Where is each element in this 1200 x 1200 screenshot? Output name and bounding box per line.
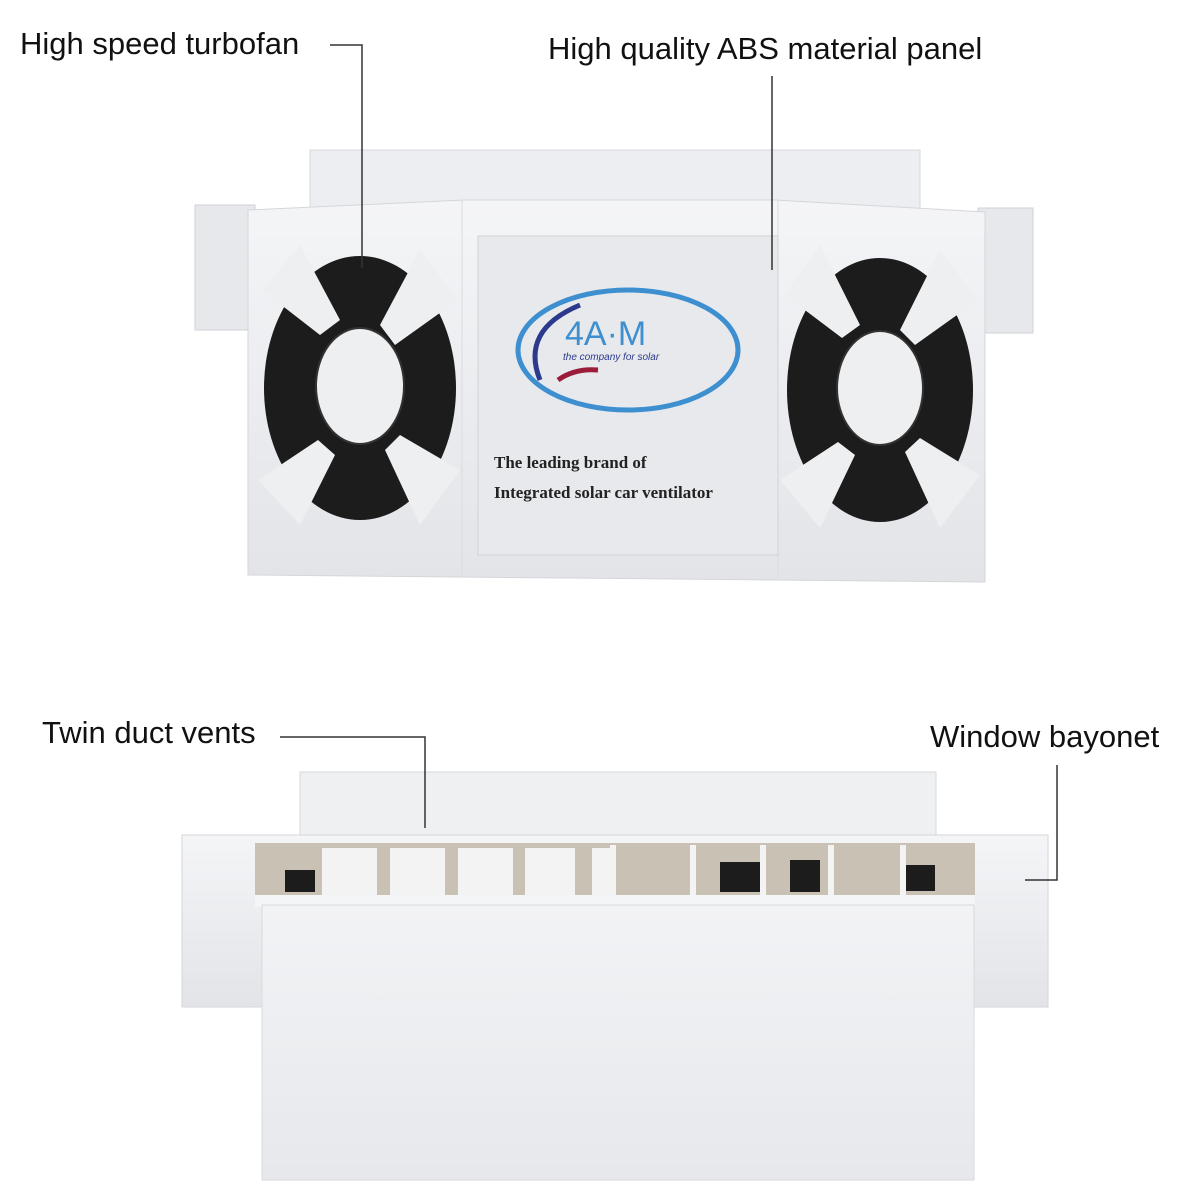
- left-fan: [258, 245, 460, 525]
- window-panel: [261, 904, 975, 1181]
- callout-turbofan: High speed turbofan: [20, 26, 300, 61]
- label-line-1: The leading brand of: [494, 453, 647, 472]
- callout-panel: High quality ABS material panel: [548, 31, 983, 66]
- right-fan: [780, 245, 980, 528]
- front-view-device: [181, 771, 1049, 1181]
- top-view-device: 4A·M the company for solar: [194, 149, 1034, 583]
- logo-text: 4A·M: [565, 315, 646, 353]
- label-line-2: Integrated solar car ventilator: [494, 483, 713, 502]
- callout-vents: Twin duct vents: [42, 715, 256, 750]
- brand-logo: 4A·M the company for solar: [515, 287, 741, 413]
- logo-tagline: the company for solar: [563, 352, 660, 363]
- leader-lines: [280, 44, 1058, 881]
- vent-slats: [322, 845, 906, 896]
- callout-bayonet: Window bayonet: [930, 719, 1160, 754]
